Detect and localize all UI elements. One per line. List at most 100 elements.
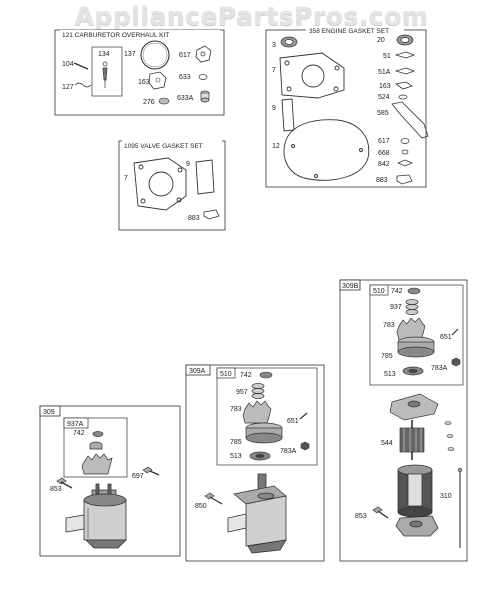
starter-309: 309 937A 742 853 697 [39,405,181,557]
part-697-label: 697 [132,473,144,480]
part-7-label: 7 [272,67,276,74]
head-gasket-icon [279,52,345,99]
part-651-309a-label: 651 [287,418,299,425]
part-617-label: 617 [179,52,191,59]
washers-icon [444,421,455,451]
through-bolt-icon [457,467,463,548]
gasket-icon [148,71,167,90]
part-937-label: 937 [390,304,402,311]
pinion-gear-icon [242,400,272,424]
part-134-label: 134 [98,51,110,58]
spring-icon [405,299,419,315]
valve-gasket-kit: 1095 VALVE GASKET SET 7 9 883 [118,138,226,231]
part-9-valve-label: 9 [186,161,190,168]
part-20-label: 20 [377,37,385,44]
part-742-309b-label: 742 [391,288,403,295]
pinion-gear-icon [81,453,113,475]
part-633-label: 633 [179,74,191,81]
pin-icon [299,412,308,420]
bolt-icon [204,492,223,505]
head-gasket-icon [133,157,187,211]
valve-gasket-kit-title: 1095 VALVE GASKET SET [124,143,203,150]
part-883-valve-label: 883 [188,215,200,222]
washer-icon [158,97,170,105]
engine-gasket-kit-title: 358 ENGINE GASKET SET [309,28,389,35]
part-137-label: 137 [124,51,136,58]
part-51-label: 51 [383,53,391,60]
part-163-engine-label: 163 [379,83,391,90]
carburetor-kit: 121 CARBURETOR OVERHAUL KIT 134 104 127 … [54,29,225,116]
intake-gasket-icon [394,51,416,59]
exhaust-gasket-icon [396,174,413,185]
o-ring-icon [400,138,410,144]
o-ring-icon [195,45,212,63]
cap-icon [259,371,273,379]
part-163-label: 163 [138,79,150,86]
retainer-icon [402,366,424,376]
part-783a-309b-label: 783A [431,365,448,372]
gasket-icon [397,159,413,167]
rod-icon [73,62,89,70]
part-12-label: 12 [272,143,280,150]
part-742-309a-label: 742 [240,372,252,379]
part-127-label: 127 [62,84,74,91]
part-134-box [91,46,123,97]
nut-icon [300,441,310,451]
part-853-309b-label: 853 [355,513,367,520]
needle-valve-icon [102,61,108,88]
intake-gasket-icon [394,67,416,75]
part-785-309a-label: 785 [230,439,242,446]
bolt-icon [142,466,160,476]
part-742-309-label: 742 [73,430,85,437]
seal-icon [198,74,208,80]
part-104-label: 104 [62,61,74,68]
part-524-label: 524 [378,94,390,101]
clip-icon [74,82,92,88]
starter-309a-label: 309A [189,368,206,375]
starter-309b: 309B 510 742 937 783 651 785 513 783A [339,279,468,562]
starter-309-label: 309 [43,409,55,416]
washer-icon [398,94,408,100]
part-633a-label: 633A [177,95,194,102]
starter-309b-inner-label: 510 [373,288,385,295]
seal-icon [401,149,409,155]
spring-icon [251,383,265,399]
pin-icon [451,328,459,336]
drive-housing-icon [245,422,283,444]
seal-icon [396,34,414,46]
part-585-label: 585 [377,110,389,117]
retainer-icon [249,451,271,461]
cap-icon [407,287,421,295]
part-617-engine-label: 617 [378,138,390,145]
carburetor-kit-title: 121 CARBURETOR OVERHAUL KIT [62,32,169,39]
part-9-label: 9 [272,105,276,112]
starter-309a: 309A 510 742 957 783 651 785 513 783A [185,364,325,562]
crankcase-gasket-icon [283,119,370,181]
part-7-valve-label: 7 [124,175,128,182]
part-544-label: 544 [381,440,393,447]
cover-gasket-icon [195,159,215,195]
carb-gasket-icon [395,81,413,90]
part-668-label: 668 [378,150,390,157]
starter-309-inner-label: 937A [67,421,84,428]
bolt-icon [372,506,389,519]
bushing-icon [200,90,210,103]
part-785-309b-label: 785 [381,353,393,360]
oil-seal-icon [280,36,298,48]
part-276-label: 276 [143,99,155,106]
breather-gasket-icon [391,101,429,139]
armature-icon [399,420,425,460]
part-783a-309a-label: 783A [280,448,297,455]
starter-motor-icon [227,473,287,554]
end-cap-icon [389,393,439,421]
part-783-309a-label: 783 [230,406,242,413]
spring-icon [89,431,104,450]
starter-309b-label: 309B [342,283,359,290]
exhaust-gasket-icon [203,209,220,220]
part-883-label: 883 [376,177,388,184]
part-3-label: 3 [272,42,276,49]
nut-icon [451,357,461,367]
part-957-label: 957 [236,389,248,396]
part-513-309b-label: 513 [384,371,396,378]
